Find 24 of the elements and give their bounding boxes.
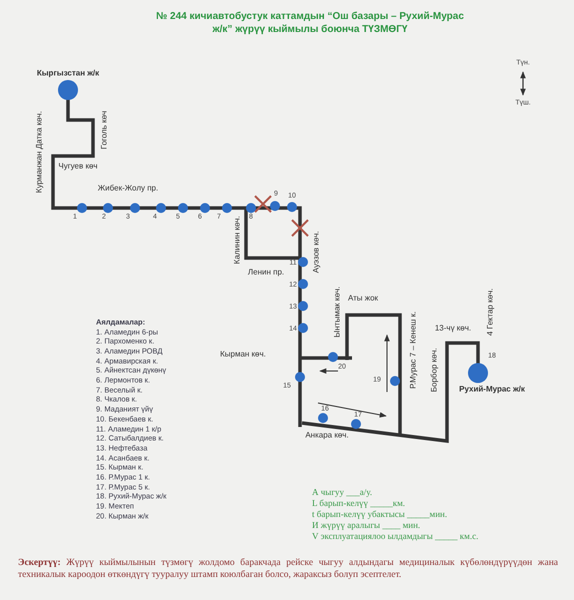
street-name: Чугуев көч <box>58 162 98 170</box>
form-line: А чыгуу ___а/у. <box>312 487 372 497</box>
street-name: Жибек-Жолу пр. <box>98 184 158 192</box>
title: № 244 кичиавтобустук каттамдын “Ош базары – Рухий-Мурас ж/к” жүрүү кыймылы боюнча ТҮЗМӨГҮ <box>155 10 465 36</box>
form-line: V эксплуатациялоо ылдамдыгы _____ км.с. <box>312 531 478 541</box>
street-name: Ленин пр. <box>248 268 284 276</box>
street-name: Анкара көч. <box>305 430 349 440</box>
street-name: Калинин көч. <box>232 216 242 264</box>
note-text: Эскертүү: Жүрүү кыймылынын түзмөгү жолдомо баракчада рейске чыгуу алдындагы медициналык күбөлөндүрүүдөн жана техникалык кароодон өткөндүгү тууралуу штамп коюлбаган болсо, жараксыз болуп эсептелет. <box>18 557 558 581</box>
street-name: 13-чү көч. <box>434 324 472 332</box>
street-name: Кырман көч. <box>220 350 266 358</box>
street-name: Борбор көч. <box>430 348 438 392</box>
street-name: Аты жок <box>348 294 378 302</box>
terminal-name: Рухий-Мурас ж/к <box>459 384 525 394</box>
street-name: Ынтымак көч. <box>332 286 342 338</box>
form-line: И жүрүү аралыгы ____ мин. <box>312 520 420 530</box>
street-name: Р.Мурас 7 – Кенеш к. <box>408 311 418 389</box>
form-line: L барып-келүү _____км. <box>312 498 406 508</box>
street-name: Ауэзов көч. <box>312 231 320 273</box>
street-name: Курманжан Датка көч. <box>34 111 44 193</box>
street-name: Гоголь көч <box>100 110 108 150</box>
form-line: t барып-келүү убактысы _____мин. <box>312 509 448 519</box>
terminal-name: Кыргызстан ж/к <box>36 68 100 78</box>
street-name: 4 Гектар көч. <box>486 288 494 336</box>
